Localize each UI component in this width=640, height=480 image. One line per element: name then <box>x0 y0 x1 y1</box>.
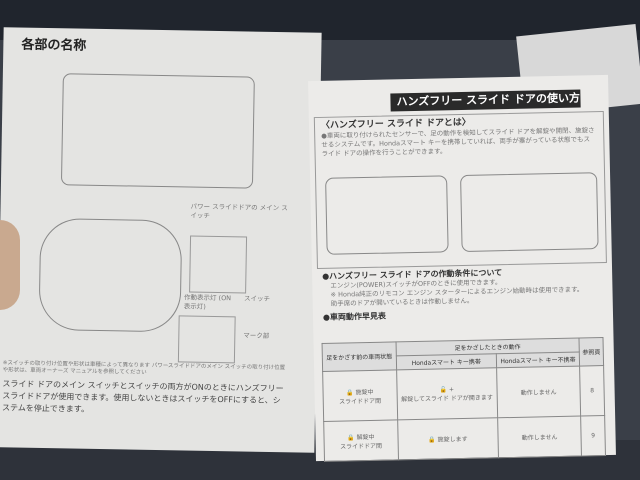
main-switch-illustration <box>189 235 248 294</box>
section3-title: ●車両動作早見表 <box>322 311 387 322</box>
with-key-action: 解錠してスライド ドアが開きます <box>401 393 493 403</box>
label-switch: スイッチ <box>243 294 271 303</box>
section1-text: ●車両に取り付けられたセンサーで、足の動作を検知してスライド ドアを解錠や開閉、… <box>321 126 595 158</box>
thumb <box>0 220 20 310</box>
header-page: 参照頁 <box>579 337 604 367</box>
vehicle-action-table: 足をかざす前の車両状態 足をかざしたときの動作 参照頁 Hondaスマート キー… <box>322 337 606 462</box>
page-ref: 8 <box>579 365 605 417</box>
lock-icon: 🔒 <box>428 436 436 444</box>
right-page-header: ハンズフリー スライド ドアの使い方 <box>390 89 581 112</box>
with-key-action: 施錠します <box>437 435 468 444</box>
left-page: 各部の名称 パワー スライドドアの メイン スイッチ 作動表示灯 (ON表示灯)… <box>0 27 322 453</box>
footnote: ※スイッチの取り付け位置や形状は車種によって異なります パワースライドドアのメイ… <box>2 360 286 376</box>
without-key-action: 動作しません <box>497 416 582 458</box>
door-state: スライドドア閉 <box>339 397 382 406</box>
page-ref: 9 <box>580 415 606 457</box>
door-state: スライドドア閉 <box>339 442 383 451</box>
foot-illustration <box>460 172 599 253</box>
dashboard-illustration <box>38 217 183 333</box>
left-page-title: 各部の名称 <box>21 37 87 54</box>
table-row: 🔒 施錠中スライドドア閉 🔓 +解錠してスライド ドアが開きます 動作しません … <box>322 365 605 422</box>
switch-illustration <box>177 315 236 364</box>
lock-state: 解錠中 <box>356 433 375 441</box>
body-text: スライド ドアのメイン スイッチとスイッチの両方がONのときにハンズフリー スラ… <box>1 379 284 414</box>
lock-icon: 🔒 <box>347 433 355 441</box>
label-indicator: 作動表示灯 (ON表示灯) <box>183 293 232 311</box>
car-illustration <box>60 73 255 189</box>
header-state: 足をかざす前の車両状態 <box>322 341 397 372</box>
without-key-action: 動作しません <box>496 366 581 418</box>
lock-icon: 🔒 <box>346 388 354 396</box>
handsfree-illustration <box>325 175 449 255</box>
table-row: 🔒 解錠中スライドドア閉 🔒 施錠します 動作しません 9 <box>323 415 606 462</box>
lock-state: 施錠中 <box>355 388 374 396</box>
label-mark: マーク部 <box>243 331 270 340</box>
right-page: ハンズフリー スライド ドアの使い方 〈ハンズフリー スライド ドアとは〉 ●車… <box>308 74 616 462</box>
unlock-icon: 🔓 + <box>439 385 455 393</box>
label-power-switch: パワー スライドドアの メイン スイッチ <box>190 202 288 220</box>
